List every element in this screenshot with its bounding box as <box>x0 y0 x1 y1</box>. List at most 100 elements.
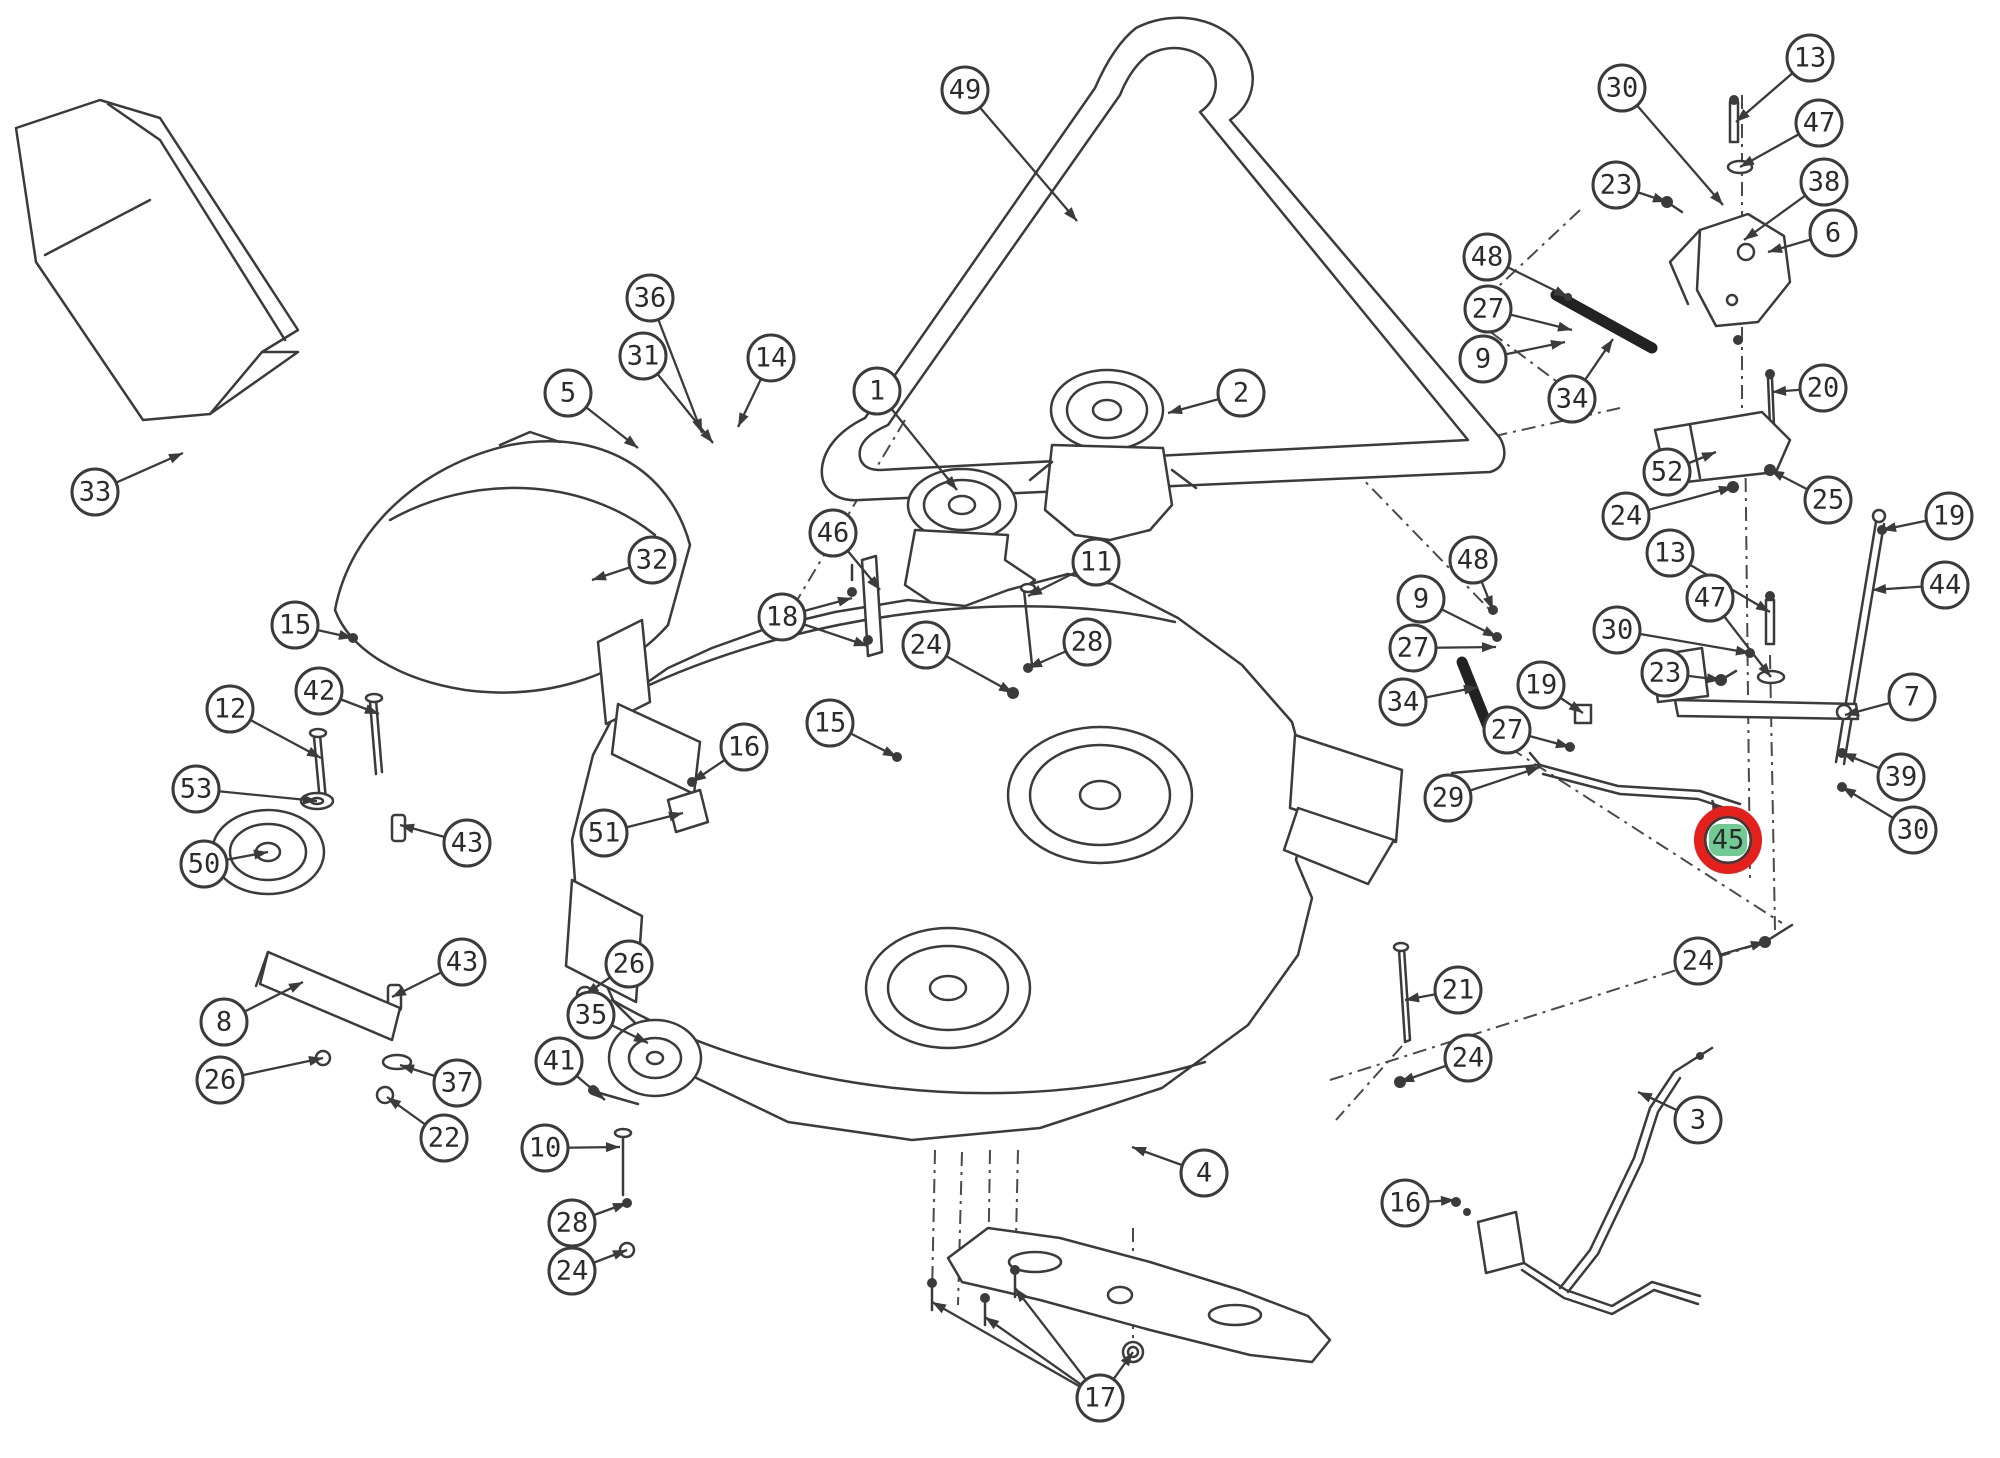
callout-16[interactable]: 16 <box>719 722 769 772</box>
callout-number: 24 <box>1610 501 1643 532</box>
callout-27[interactable]: 27 <box>1482 705 1532 755</box>
callout-27[interactable]: 27 <box>1463 284 1513 334</box>
callout-circle <box>1803 475 1853 525</box>
callout-circle <box>547 1198 597 1248</box>
callout-42[interactable]: 42 <box>294 666 344 716</box>
callout-number: 9 <box>1413 584 1429 615</box>
leader-arrowhead <box>1555 738 1570 749</box>
callout-31[interactable]: 31 <box>618 331 668 381</box>
callout-30[interactable]: 30 <box>1592 605 1642 655</box>
callout-39[interactable]: 39 <box>1876 752 1926 802</box>
callout-24[interactable]: 24 <box>901 620 951 670</box>
callout-30[interactable]: 30 <box>1597 63 1647 113</box>
callout-38[interactable]: 38 <box>1799 157 1849 207</box>
callout-15[interactable]: 15 <box>270 600 320 650</box>
callout-44[interactable]: 44 <box>1920 560 1970 610</box>
callout-34[interactable]: 34 <box>1547 374 1597 424</box>
callout-9[interactable]: 9 <box>1458 334 1508 384</box>
callout-34[interactable]: 34 <box>1378 677 1428 727</box>
callout-13[interactable]: 13 <box>1645 528 1695 578</box>
callout-circle <box>442 818 492 868</box>
callout-number: 49 <box>949 75 982 106</box>
callout-14[interactable]: 14 <box>746 333 796 383</box>
callout-24[interactable]: 24 <box>1601 491 1651 541</box>
leader-arrowhead <box>1600 339 1613 354</box>
leader-arrowhead <box>1842 787 1857 799</box>
callout-number: 28 <box>556 1208 589 1239</box>
callout-7[interactable]: 7 <box>1887 672 1937 722</box>
callout-8[interactable]: 8 <box>199 997 249 1047</box>
callout-47[interactable]: 47 <box>1685 573 1735 623</box>
callout-23[interactable]: 23 <box>1591 160 1641 210</box>
callout-35[interactable]: 35 <box>566 990 616 1040</box>
callout-16[interactable]: 16 <box>1380 1178 1430 1228</box>
callout-49[interactable]: 49 <box>940 65 990 115</box>
callout-36[interactable]: 36 <box>625 273 675 323</box>
callout-47[interactable]: 47 <box>1794 98 1844 148</box>
callout-20[interactable]: 20 <box>1798 363 1848 413</box>
callout-15[interactable]: 15 <box>805 698 855 748</box>
leader-arrowhead <box>867 576 880 590</box>
callout-11[interactable]: 11 <box>1071 537 1121 587</box>
callout-51[interactable]: 51 <box>579 808 629 858</box>
callout-circle <box>1179 1148 1229 1198</box>
callout-28[interactable]: 28 <box>547 1198 597 1248</box>
callout-37[interactable]: 37 <box>432 1058 482 1108</box>
callout-53[interactable]: 53 <box>171 764 221 814</box>
callout-23[interactable]: 23 <box>1640 648 1690 698</box>
callout-circle <box>1808 208 1858 258</box>
callout-4[interactable]: 4 <box>1179 1148 1229 1198</box>
callout-number: 24 <box>910 630 943 661</box>
callout-12[interactable]: 12 <box>205 684 255 734</box>
callout-number: 36 <box>634 283 667 314</box>
callout-6[interactable]: 6 <box>1808 208 1858 258</box>
callout-48[interactable]: 48 <box>1448 535 1498 585</box>
leader-arrowhead <box>738 412 749 427</box>
leader-arrowhead <box>1845 706 1860 717</box>
callout-45-highlighted[interactable]: 45 <box>1694 806 1762 874</box>
callout-32[interactable]: 32 <box>627 535 677 585</box>
callout-48[interactable]: 48 <box>1462 232 1512 282</box>
callout-43[interactable]: 43 <box>442 818 492 868</box>
callout-18[interactable]: 18 <box>757 592 807 642</box>
callout-30[interactable]: 30 <box>1888 805 1938 855</box>
callout-17[interactable]: 17 <box>1075 1373 1125 1423</box>
callout-27[interactable]: 27 <box>1388 623 1438 673</box>
callout-52[interactable]: 52 <box>1642 447 1692 497</box>
leader-arrowhead <box>1701 452 1716 462</box>
callout-41[interactable]: 41 <box>534 1036 584 1086</box>
callout-9[interactable]: 9 <box>1396 574 1446 624</box>
callout-26[interactable]: 26 <box>195 1055 245 1105</box>
callout-circle <box>1216 368 1266 418</box>
leader-arrowhead <box>400 823 415 834</box>
callout-19[interactable]: 19 <box>1924 491 1974 541</box>
callout-21[interactable]: 21 <box>1433 965 1483 1015</box>
callout-28[interactable]: 28 <box>1062 617 1112 667</box>
callout-2[interactable]: 2 <box>1216 368 1266 418</box>
callout-24[interactable]: 24 <box>547 1246 597 1296</box>
callout-circle <box>1597 63 1647 113</box>
callout-circle <box>1547 374 1597 424</box>
callout-33[interactable]: 33 <box>70 467 120 517</box>
callout-24[interactable]: 24 <box>1443 1033 1493 1083</box>
callout-circle <box>534 1036 584 1086</box>
callout-10[interactable]: 10 <box>520 1123 570 1173</box>
callout-24[interactable]: 24 <box>1673 936 1723 986</box>
callout-22[interactable]: 22 <box>419 1113 469 1163</box>
callout-50[interactable]: 50 <box>179 839 229 889</box>
leader-arrowhead <box>1064 207 1077 221</box>
leader-arrowhead <box>392 986 407 997</box>
callout-3[interactable]: 3 <box>1673 1095 1723 1145</box>
leader-arrowhead <box>591 1087 605 1100</box>
callout-5[interactable]: 5 <box>543 368 593 418</box>
callout-26[interactable]: 26 <box>604 939 654 989</box>
callout-25[interactable]: 25 <box>1803 475 1853 525</box>
callout-43[interactable]: 43 <box>437 937 487 987</box>
callout-29[interactable]: 29 <box>1423 773 1473 823</box>
callout-circle <box>547 1246 597 1296</box>
cover-drawing <box>333 430 692 694</box>
callout-1[interactable]: 1 <box>852 366 902 416</box>
callout-13[interactable]: 13 <box>1785 33 1835 83</box>
callout-19[interactable]: 19 <box>1516 660 1566 710</box>
callout-46[interactable]: 46 <box>808 508 858 558</box>
